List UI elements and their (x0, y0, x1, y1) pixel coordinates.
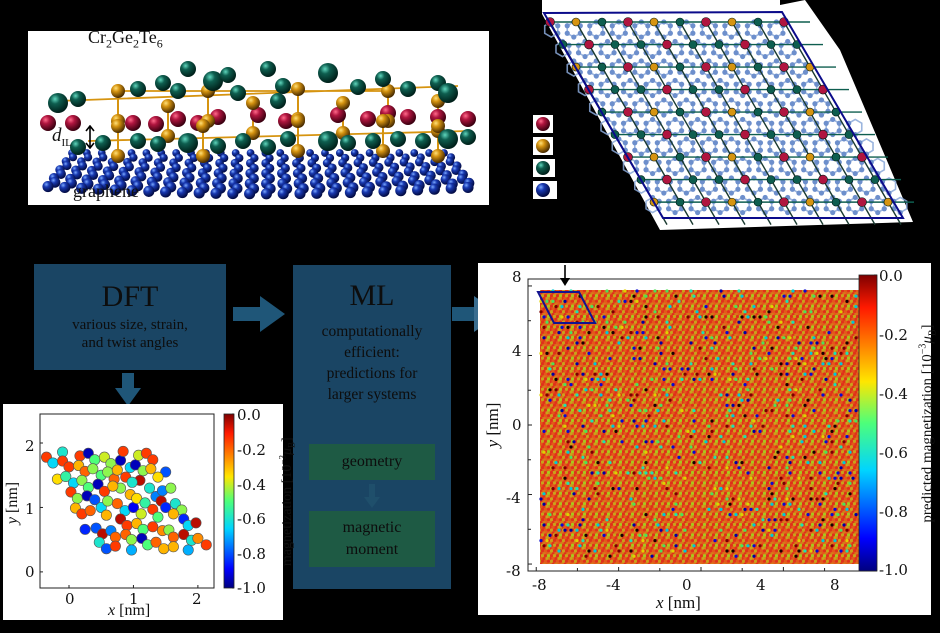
te-atom-icon (536, 161, 550, 175)
prediction-data-region (540, 290, 859, 564)
legend-item-te (533, 159, 555, 177)
supercell-pointer-arrow-icon (560, 265, 570, 286)
ytick-4: 4 (512, 342, 522, 360)
ml-prediction-map (527, 265, 878, 572)
ytick-8: 8 (512, 268, 522, 286)
magnetic-moment-box: magnetic moment (309, 511, 435, 567)
top-view-panel (530, 0, 940, 230)
cbar-tick-3: -0.6 (237, 510, 266, 528)
ge-atom-icon (536, 139, 550, 153)
c-atom-icon (536, 183, 550, 197)
geometry-label: geometry (341, 453, 403, 470)
cr-atom-icon (536, 117, 550, 131)
cbar-tick-0: 0.0 (237, 406, 261, 424)
dft-title: DFT (101, 280, 159, 313)
ytick-0: 0 (25, 563, 35, 581)
xtick-0: 0 (682, 576, 692, 594)
element-legend (533, 115, 557, 199)
ytick-minus4: -4 (506, 489, 521, 507)
side-view-structure-render (40, 61, 476, 200)
legend-item-cr (533, 115, 553, 133)
supercell-outline (542, 10, 905, 219)
dft-supercell-outline (536, 291, 597, 324)
cbar-tick-4: -0.8 (237, 545, 266, 563)
arrow-dft-down-icon (115, 373, 141, 407)
cbar-tick-4: -0.8 (879, 503, 908, 521)
xtick-minus8: -8 (532, 576, 547, 594)
colorbar-label: predicted magnetization [10−3μB] (917, 324, 939, 523)
xtick-4: 4 (756, 576, 766, 594)
dft-description: various size, strain, and twist angles (72, 317, 188, 351)
colorbar (223, 413, 235, 589)
xtick-2: 2 (192, 590, 202, 608)
legend-item-c (533, 181, 557, 199)
ytick-2: 2 (25, 437, 35, 455)
xtick-minus4: -4 (606, 576, 621, 594)
y-axis-label: y [nm] (483, 402, 502, 448)
cbar-tick-1: -0.2 (237, 441, 266, 459)
cbar-tick-1: -0.2 (879, 326, 908, 344)
cbar-tick-2: -0.4 (879, 385, 908, 403)
interlayer-distance-arrow-icon (85, 125, 95, 149)
xtick-8: 8 (830, 576, 840, 594)
ytick-1: 1 (25, 500, 35, 518)
cbar-tick-5: -1.0 (879, 561, 908, 579)
arrow-dft-to-ml-icon (233, 296, 285, 332)
cbar-tick-0: 0.0 (879, 267, 903, 285)
ml-title: ML (349, 279, 395, 312)
magnetic-moment-label: magnetic moment (342, 519, 402, 558)
dft-magnetization-scatter (39, 413, 235, 589)
ytick-minus8: -8 (506, 562, 521, 580)
substrate-label: graphene (73, 181, 139, 201)
y-axis-label: y [nm] (4, 481, 21, 525)
dft-magnetization-plot-panel: 2 1 0 0 1 2 x [nm] y [nm] 0.0 -0.2 -0.4 … (3, 404, 297, 620)
legend-item-ge (533, 137, 553, 155)
cbar-tick-2: -0.4 (237, 476, 266, 494)
colorbar (858, 274, 878, 572)
dft-box: DFT various size, strain, and twist angl… (34, 264, 226, 370)
ytick-0: 0 (512, 416, 522, 434)
colorbar-label: magnetization [10−3μB] (277, 437, 297, 567)
side-view-panel: Cr2Ge2Te6 dIL graphene (28, 27, 489, 205)
x-axis-label: x [nm] (656, 593, 701, 612)
interlayer-distance-label: dIL (52, 125, 72, 149)
arrow-geometry-to-moment-icon (364, 484, 380, 510)
top-view-structure-render (542, 0, 914, 230)
cbar-tick-3: -0.6 (879, 444, 908, 462)
ml-prediction-plot-panel: 8 4 0 -4 -8 -8 -4 0 4 8 x [nm] y [nm] 0.… (478, 263, 939, 615)
cbar-tick-5: -1.0 (237, 579, 266, 597)
ml-description: computationally efficient: predictions f… (321, 323, 423, 403)
geometry-box: geometry (309, 444, 435, 480)
xtick-0: 0 (65, 590, 75, 608)
x-axis-label: x [nm] (108, 602, 151, 619)
material-formula-label: Cr2Ge2Te6 (88, 27, 163, 51)
xtick-1: 1 (129, 590, 139, 608)
